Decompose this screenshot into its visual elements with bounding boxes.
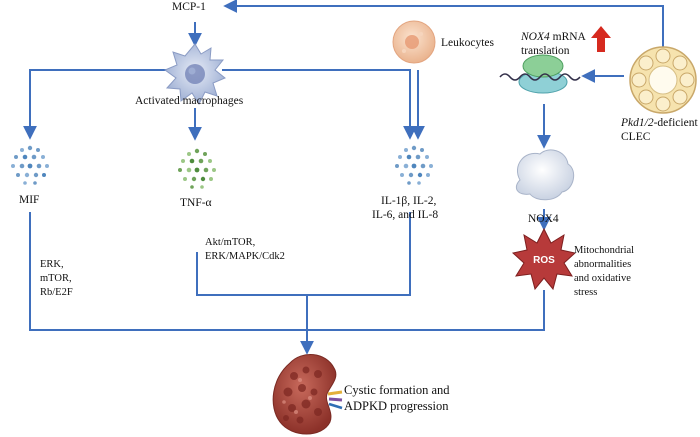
leukocytes-label: Leukocytes [441,37,495,49]
mif-label: MIF [19,194,40,206]
tnf-pathway-label-2: ERK/MAPK/Cdk2 [205,251,285,262]
tnf-pathway-label-1: Akt/mTOR, [205,237,256,248]
pkd-italic: Pkd1/2 [621,117,654,129]
mito-label-3: and oxidative [574,273,631,284]
nox4-mrna-rest: mRNA [549,31,586,43]
pkd-deficient-label: Pkd1/2-deficient [621,116,698,130]
tnf-label: TNF-α [180,197,212,209]
activated-macrophages-label: Activated macrophages [135,95,244,107]
line-mif-down [29,212,307,331]
translation-label: translation [521,45,570,57]
cytokine-cluster-icon [178,148,216,189]
nox4-mrna-label: NOX4 mRNA [521,30,586,44]
mif-pathway-label-2: mTOR, [40,273,72,284]
ros-burst-icon: ROS [511,227,577,291]
mif-pathway-label-1: ERK, [40,259,64,270]
connectors [23,0,664,355]
line-tnf-down [196,252,307,296]
ros-label: ROS [533,255,555,266]
macrophage-icon [163,43,226,106]
leukocyte-icon [392,20,436,64]
interleukins-label-1: IL-1β, IL-2, [381,195,437,207]
clec-label: CLEC [621,131,651,143]
arrow-macrophage-to-il [222,69,417,140]
arrow-macrophage-to-mif [23,69,168,140]
mrna-ribosome-icon [499,54,581,94]
mito-label-4: stress [574,287,598,298]
nox4-mrna-italic: NOX4 [521,31,550,43]
cytokine-cluster-icon [11,145,49,185]
arrow-clec-to-mcp1 [223,0,664,60]
outcome-label-2: ADPKD progression [344,399,449,413]
mito-label-2: abnormalities [574,259,632,270]
nox4-label: NOX4 [528,213,559,225]
mif-pathway-label-3: Rb/E2F [40,287,73,298]
pkd-rest: -deficient [653,117,698,129]
outcome-label-1: Cystic formation and [344,383,450,397]
nox4-protein-icon [515,149,575,201]
up-arrow-icon [591,26,611,52]
mito-label-1: Mitochondrial [574,245,635,256]
line-ros-down [307,290,545,331]
mcp1-label: MCP-1 [172,1,206,13]
clec-cell-icon [629,46,697,114]
line-il-down [307,212,411,296]
interleukins-label-2: IL-6, and IL-8 [372,209,439,221]
kidney-icon [272,354,343,435]
cytokine-cluster-icon [395,145,433,185]
